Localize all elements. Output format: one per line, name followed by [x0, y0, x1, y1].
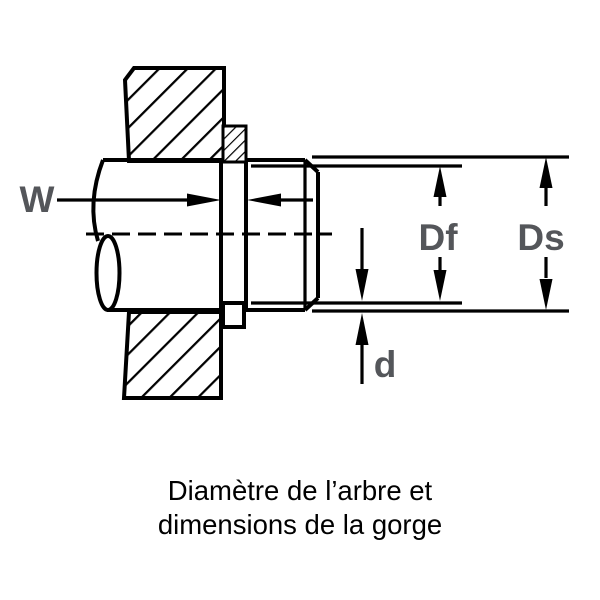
retaining-ring-section-top: [221, 124, 248, 164]
d-label: d: [374, 344, 397, 385]
w-dimension: [57, 193, 313, 207]
ds-arrow-up-icon: [539, 157, 553, 188]
df-arrow-down-icon: [433, 270, 447, 301]
ds-dimension: [539, 157, 553, 310]
housing-top-block: [122, 66, 226, 163]
retaining-ring-lug-bottom: [221, 301, 246, 329]
ds-label: Ds: [517, 217, 564, 258]
housing-bottom-block: [121, 310, 223, 400]
df-dimension: [433, 166, 447, 301]
shaft-break-ellipse: [94, 234, 122, 312]
w-arrow-left-icon: [247, 193, 281, 207]
d-dimension: [355, 228, 369, 384]
ds-arrow-down-icon: [539, 279, 553, 310]
w-arrow-right-icon: [187, 193, 221, 207]
w-label: W: [20, 179, 55, 220]
df-label: Df: [418, 217, 458, 258]
caption-line-2: dimensions de la gorge: [158, 509, 442, 540]
caption-line-1: Diamètre de l’arbre et: [168, 475, 433, 506]
d-arrow-down-icon: [355, 269, 369, 301]
shaft: [91, 158, 320, 312]
df-arrow-up-icon: [433, 166, 447, 197]
d-arrow-up-icon: [355, 313, 369, 345]
